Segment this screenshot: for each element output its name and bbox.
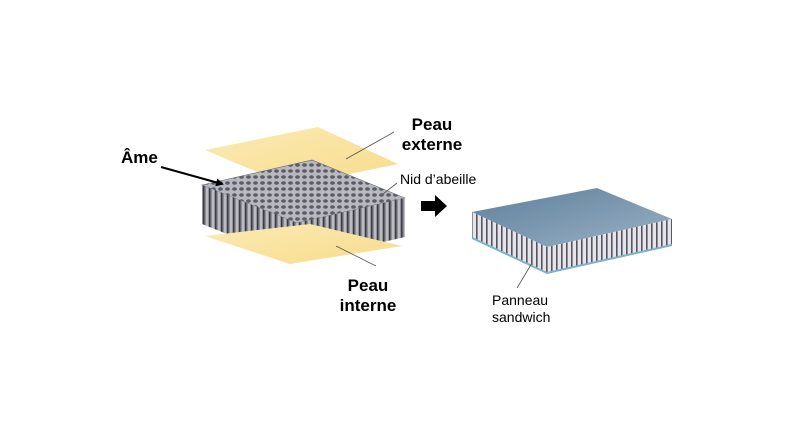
panel-label: Panneau sandwich	[492, 292, 550, 326]
panel-label-line2: sandwich	[492, 309, 551, 325]
panel-label-line1: Panneau	[492, 292, 549, 308]
honeycomb-pointer	[382, 182, 398, 195]
inner-skin-label-line1: Peau	[347, 276, 389, 295]
transform-arrow-icon	[421, 195, 447, 217]
core-pointer-arrow	[160, 166, 224, 187]
outer-skin-sheet	[205, 127, 398, 186]
honeycomb-label: Nid d’abeille	[400, 171, 477, 187]
panel-left-side	[472, 212, 547, 273]
panel-right-side	[547, 219, 672, 273]
outer-skin-pointer	[345, 131, 395, 160]
inner-skin-label: Peau interne	[329, 276, 407, 316]
sandwich-panel	[471, 188, 673, 275]
outer-skin-label-line1: Peau	[411, 115, 453, 134]
core-label: Âme	[121, 148, 158, 167]
inner-skin-label-line2: interne	[339, 296, 397, 315]
panel-pointer	[516, 262, 533, 289]
inner-skin-pointer	[335, 245, 377, 267]
panel-bottom-skin	[471, 237, 673, 275]
inner-skin-sheet	[205, 224, 402, 264]
outer-skin-label: Peau externe	[393, 115, 471, 155]
outer-skin-label-line2: externe	[401, 135, 463, 154]
panel-top-face	[472, 188, 672, 247]
